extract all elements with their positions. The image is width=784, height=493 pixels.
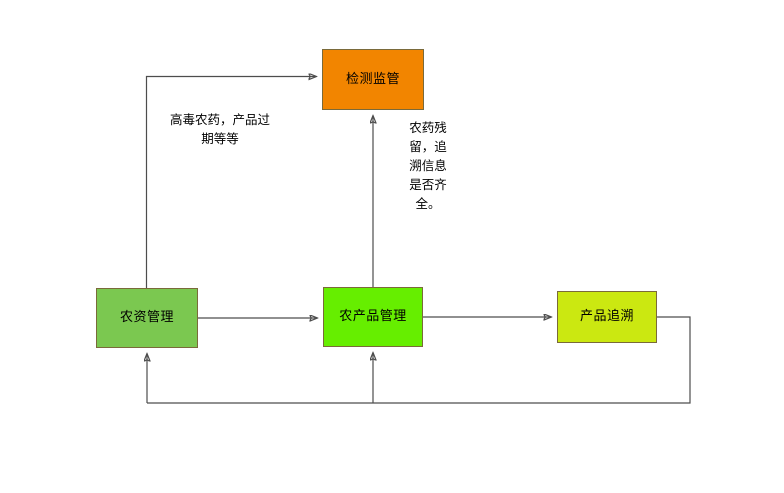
node-agricultural-supplies-management[interactable]: 农资管理 [96, 288, 198, 348]
node-traceability-label: 产品追溯 [579, 309, 634, 325]
node-agricultural-products-management[interactable]: 农产品管理 [323, 287, 423, 347]
edge-label-pesticide-residue-note: 农药残 留，追 溯信息 是否齐 全。 [409, 120, 447, 211]
node-agri-supplies-label: 农资管理 [119, 310, 174, 326]
node-product-traceability[interactable]: 产品追溯 [557, 291, 657, 343]
edge-supplies-to-inspection [145, 77, 317, 288]
node-agri-products-label: 农产品管理 [339, 309, 407, 325]
edge-label-hazardous-pesticide-note: 高毒农药，产品过 期等等 [169, 112, 270, 146]
node-inspection-supervision[interactable]: 检测监管 [322, 49, 424, 110]
node-inspection-label: 检测监管 [345, 71, 400, 87]
